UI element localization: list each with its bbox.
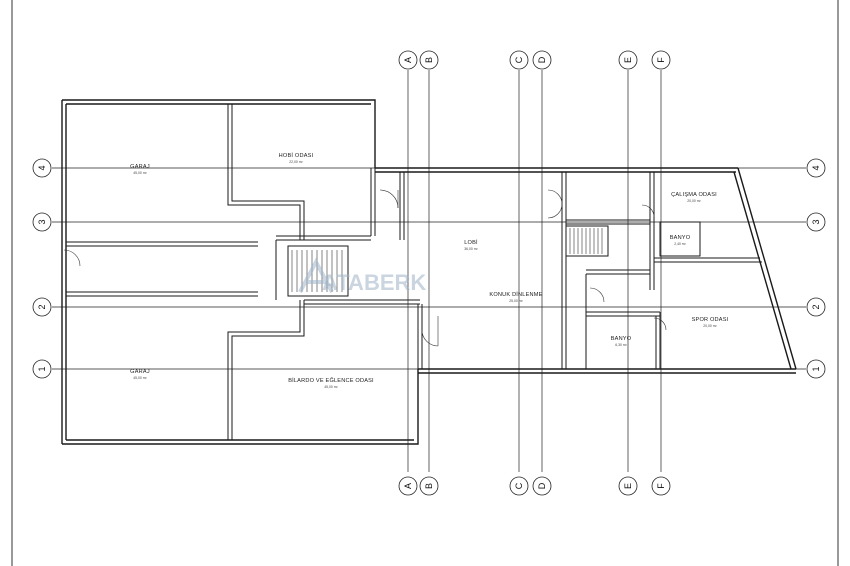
axis-label-d-bottom: D (537, 482, 547, 489)
interior-walls (66, 104, 762, 440)
axis-label-b-top: B (424, 57, 434, 63)
room-konuk-area: 25,00 m² (509, 299, 523, 303)
staircase-right (569, 228, 603, 254)
axis-label-1-right: 1 (811, 366, 821, 371)
axis-label-a-bottom: A (403, 483, 413, 489)
axis-label-d-top: D (537, 56, 547, 63)
room-garaj-top-area: 45,00 m² (133, 171, 147, 175)
axis-label-2-left: 2 (37, 304, 47, 309)
axis-bubbles-side (32, 158, 826, 379)
watermark-text: ATABERK (322, 270, 426, 295)
room-banyo-area: 6,30 m² (615, 343, 627, 347)
axis-label-a-top: A (403, 57, 413, 63)
ataberk-watermark: ATABERK (298, 257, 426, 295)
room-hobi-name: HOBİ ODASI (279, 152, 314, 159)
axis-label-2-right: 2 (811, 304, 821, 309)
room-labels: GARAJ 45,00 m² HOBİ ODASI 22,00 m² LOBİ … (130, 152, 728, 389)
axis-label-f-top: F (656, 57, 666, 63)
room-banyo-small-area: 2,40 m² (674, 242, 686, 246)
room-garaj-bottom-area: 45,00 m² (133, 376, 147, 380)
room-lobi-name: LOBİ (464, 239, 478, 246)
axis-label-b-bottom: B (424, 483, 434, 489)
axis-label-e-bottom: E (623, 483, 633, 489)
axis-label-f-bottom: F (656, 483, 666, 489)
axis-labels-bottom: A B C D E F (403, 482, 666, 489)
room-garaj-top-name: GARAJ (130, 164, 150, 170)
room-bilardo-area: 45,00 m² (324, 385, 338, 389)
exterior-walls (61, 99, 797, 445)
axis-label-1-left: 1 (37, 366, 47, 371)
axis-label-3-right: 3 (811, 219, 821, 224)
axis-lines (52, 70, 806, 472)
room-konuk-name: KONUK DİNLENME (489, 291, 542, 298)
axis-labels-side: 4 3 2 1 4 3 2 1 (37, 165, 821, 371)
sheet-border (11, 0, 839, 566)
room-calisma-area: 20,00 m² (687, 199, 701, 203)
axis-label-c-top: C (514, 56, 524, 63)
room-lobi-area: 36,00 m² (464, 247, 478, 251)
room-hobi-area: 22,00 m² (289, 160, 303, 164)
axis-label-3-left: 3 (37, 219, 47, 224)
axis-bubbles-bottom (398, 476, 671, 496)
room-spor-name: SPOR ODASI (692, 317, 729, 323)
axis-label-c-bottom: C (514, 482, 524, 489)
axis-bubbles-top (398, 50, 671, 70)
axis-label-4-left: 4 (37, 165, 47, 170)
room-spor-area: 20,00 m² (703, 324, 717, 328)
watermark-logo-mark (298, 257, 334, 293)
axis-labels-top: A B C D E F (403, 56, 666, 63)
room-calisma-name: ÇALIŞMA ODASI (671, 192, 717, 198)
room-banyo-name: BANYO (611, 336, 632, 342)
room-garaj-bottom-name: GARAJ (130, 369, 150, 375)
room-banyo-small-name: BANYO (670, 235, 691, 241)
doors (63, 189, 667, 347)
axis-label-4-right: 4 (811, 165, 821, 170)
room-bilardo-name: BİLARDO VE EĞLENCE ODASI (288, 377, 374, 384)
axis-label-e-top: E (623, 57, 633, 63)
